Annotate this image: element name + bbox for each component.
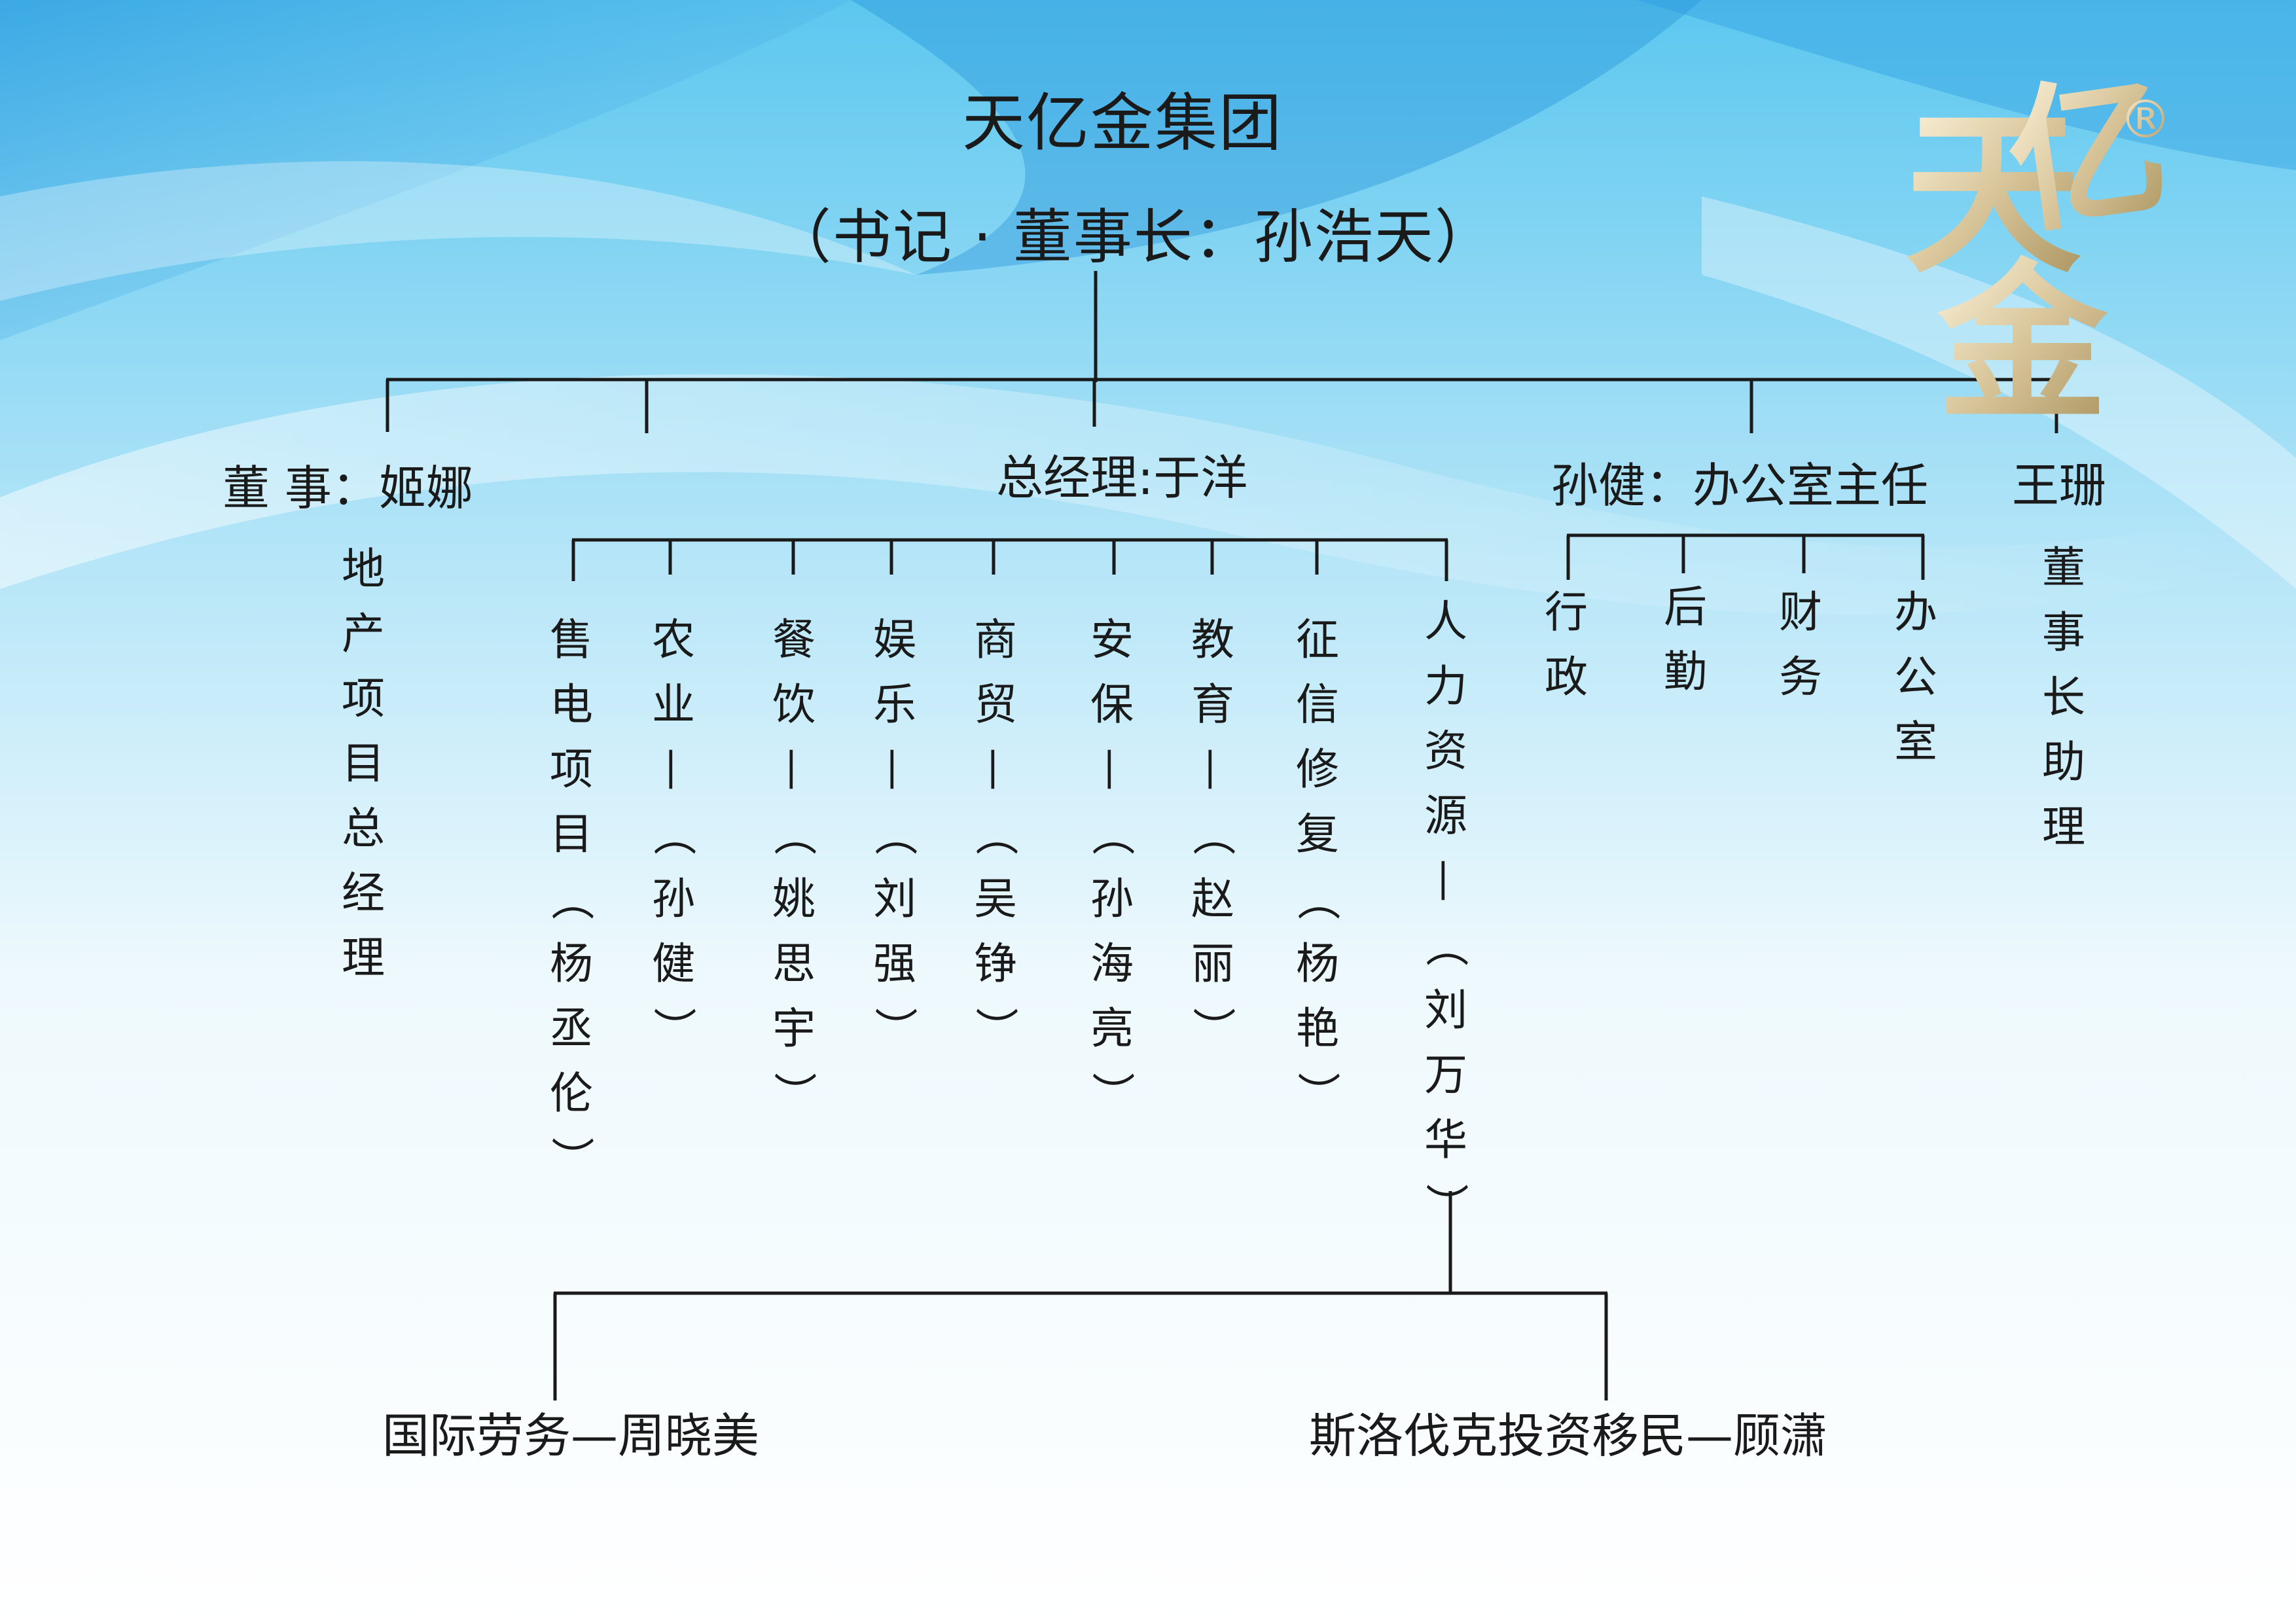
office-admin: 行政 (1545, 587, 1588, 702)
assistant-role: 董事长助理 (2042, 543, 2085, 852)
dept-agriculture: 农业—（孙健） (648, 615, 699, 1050)
logo-glyph-2: 亿 (1997, 52, 2173, 257)
gm-header: 总经理:于洋 (996, 450, 1248, 505)
director-role: 地产项目总经理 (342, 544, 385, 983)
dept-credit-repair: 征信修复（杨艳） (1292, 615, 1343, 1115)
dept-human-resources: 人力资源—（刘万华） (1420, 596, 1471, 1226)
hr-child-immigration: 斯洛伐克投资移民—顾潇 (1309, 1408, 1828, 1463)
logo-glyph-3: 金 (1935, 243, 2110, 419)
logo-glyph-1: 天 (1905, 89, 2081, 297)
dept-security: 安保—（孙海亮） (1086, 615, 1138, 1115)
chart-title: 天亿金集团 (962, 86, 1283, 160)
office-office: 办公室 (1894, 587, 1937, 767)
dept-electricity: 售电项目（杨丞伦） (546, 615, 597, 1180)
dept-catering: 餐饮—（姚思宇） (768, 615, 819, 1115)
office-logistics: 后勤 (1664, 582, 1707, 697)
dept-entertainment: 娱乐—（刘强） (869, 615, 920, 1050)
director-header: 董 事：姬娜 (223, 461, 473, 516)
registered-mark: ® (2119, 89, 2172, 150)
company-logo: 天 亿 金 ® (1905, 52, 2173, 419)
hr-child-labor: 国际劳务—周晓美 (382, 1408, 760, 1463)
dept-trade: 商贸—（吴铮） (970, 615, 1021, 1050)
assistant-header: 王珊 (2012, 458, 2107, 513)
office-header: 孙健：办公室主任 (1551, 458, 1929, 513)
office-finance: 财务 (1779, 587, 1822, 702)
chart-subtitle: （书记 · 董事长：孙浩天） (772, 203, 1495, 272)
dept-education: 教育—（赵丽） (1187, 615, 1238, 1050)
